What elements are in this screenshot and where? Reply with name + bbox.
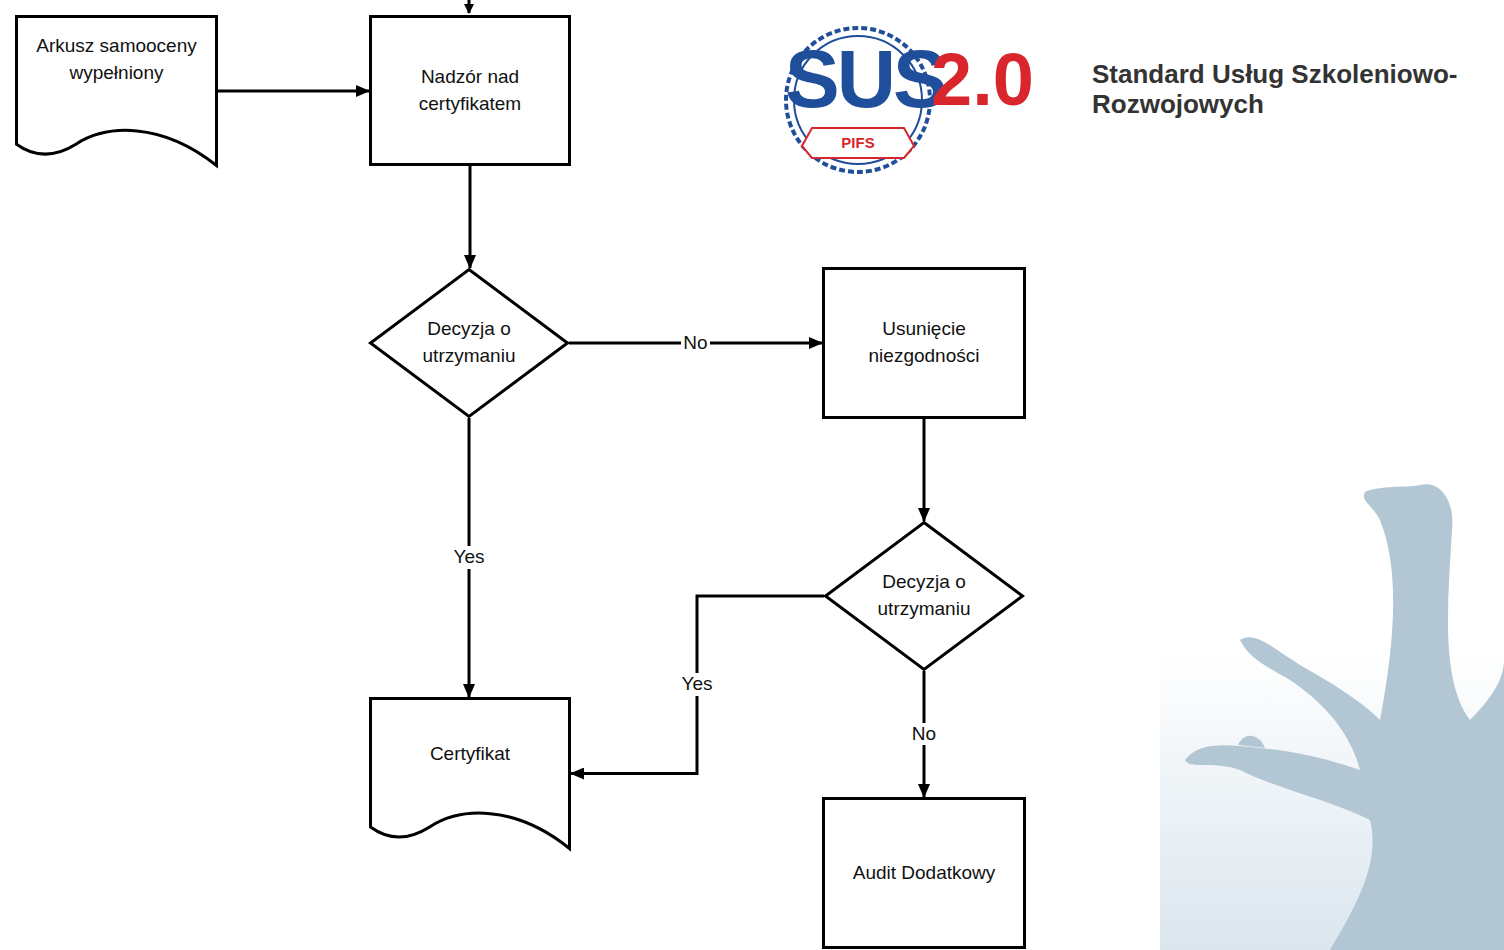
decision-diamond: Decyzja o utrzymaniu [369, 268, 569, 418]
connector-arrow [923, 419, 926, 521]
dancer-silhouette [1160, 484, 1504, 950]
logo-ribbon: PIFS [841, 134, 874, 152]
node-text: Arkusz samooceny wypełniony [15, 33, 218, 86]
node-text: Certyfikat [420, 741, 520, 768]
self-assessment-document: Arkusz samooceny wypełniony [15, 15, 218, 167]
edge-label: Yes [680, 673, 715, 696]
logo-sus: SUS [785, 38, 945, 120]
process-box: Audit Dodatkowy [822, 797, 1026, 949]
edge-label: Yes [452, 546, 487, 569]
document-outline [369, 697, 571, 850]
logo-version: 2.0 [931, 43, 1034, 117]
node-text: Decyzja o utrzymaniu [862, 569, 986, 622]
diamond-outline [369, 268, 569, 418]
process-box: Usunięcie niezgodności [822, 267, 1026, 419]
edge-label: No [910, 723, 938, 746]
connector-arrow [469, 166, 472, 268]
certificate-document: Certyfikat [369, 697, 571, 850]
incoming-stub [468, 0, 471, 13]
edge-label: No [681, 332, 709, 355]
decision-diamond: Decyzja o utrzymaniu [824, 521, 1024, 671]
process-box: Nadzór nad certyfikatem [369, 15, 571, 166]
node-text: Decyzja o utrzymaniu [407, 316, 531, 369]
logo-tagline: Standard Usług Szkoleniowo-Rozwojowych [1092, 60, 1502, 120]
node-text: Usunięcie niezgodności [825, 316, 1023, 369]
diamond-outline [824, 521, 1024, 671]
node-text: Nadzór nad certyfikatem [372, 64, 568, 117]
connector-arrow [218, 90, 369, 93]
connector-arrow [571, 596, 824, 774]
node-text: Audit Dodatkowy [843, 860, 1006, 887]
